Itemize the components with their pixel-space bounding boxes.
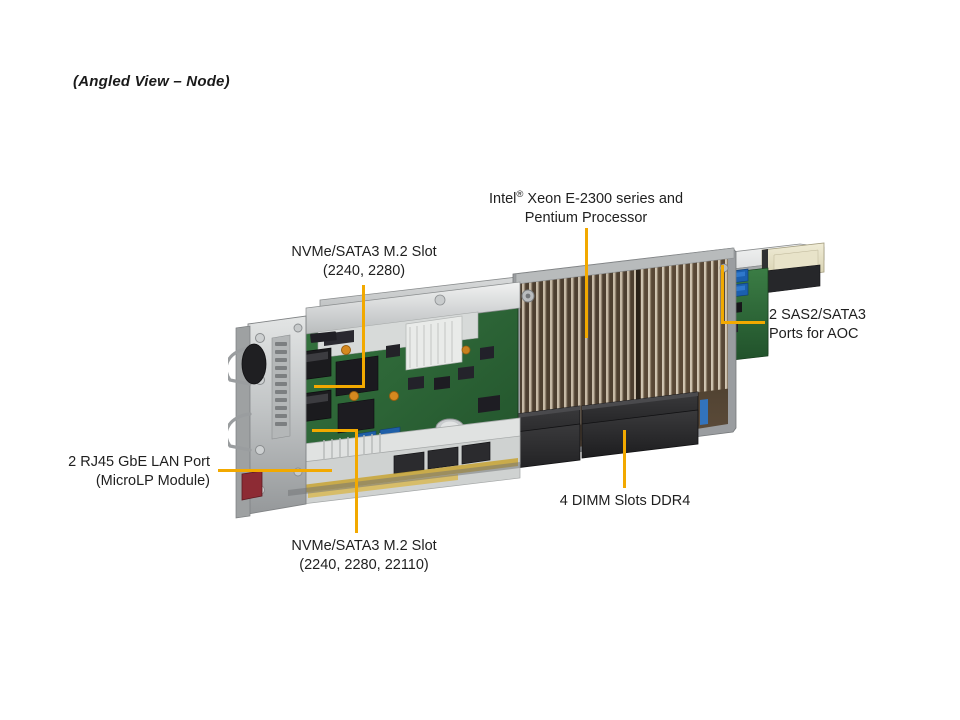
registered-trademark-icon: ® — [516, 189, 524, 201]
callout-m2-top-line2: (2240, 2280) — [322, 263, 406, 279]
callout-cpu-line1-brand: Intel — [488, 191, 517, 207]
callout-dimm-line1: 4 DIMM Slots DDR4 — [559, 493, 691, 509]
callout-cpu: Intel® Xeon E-2300 series and Pentium Pr… — [466, 190, 706, 228]
leader-line-m2-top-vertical — [362, 285, 365, 388]
callout-sas-line1: 2 SAS2/SATA3 — [769, 307, 866, 323]
leader-line-cpu — [585, 228, 588, 338]
callout-m2-slot-bottom: NVMe/SATA3 M.2 Slot (2240, 2280, 22110) — [258, 537, 470, 575]
callout-sas2-sata3-ports: 2 SAS2/SATA3 Ports for AOC — [769, 306, 939, 344]
callout-m2-top-line1: NVMe/SATA3 M.2 Slot — [291, 244, 437, 260]
leader-line-sas-vertical — [721, 265, 724, 324]
callout-m2-slot-top: NVMe/SATA3 M.2 Slot (2240, 2280) — [258, 243, 470, 281]
callout-m2-bottom-line1: NVMe/SATA3 M.2 Slot — [291, 538, 437, 554]
leader-line-sas-horizontal — [721, 321, 765, 324]
leader-line-m2-bottom-vertical — [355, 430, 358, 533]
backplane-connector — [755, 242, 825, 295]
view-caption: (Angled View – Node) — [73, 73, 230, 90]
callout-lan-line2: (MicroLP Module) — [95, 473, 210, 489]
server-node-photo — [228, 228, 828, 520]
callout-lan-line1: 2 RJ45 GbE LAN Port — [68, 454, 210, 470]
callout-dimm-slots: 4 DIMM Slots DDR4 — [525, 492, 725, 511]
vrm-heatsink — [405, 315, 463, 371]
m2-slot-upper[interactable] — [300, 347, 332, 381]
red-tab[interactable] — [241, 470, 263, 501]
callout-cpu-line2: Pentium Processor — [524, 210, 648, 226]
wire-handle[interactable] — [228, 346, 252, 452]
leader-line-lan — [218, 469, 332, 472]
callout-cpu-line1-rest: Xeon E-2300 series and — [523, 191, 684, 207]
callout-rj45-lan-port: 2 RJ45 GbE LAN Port (MicroLP Module) — [20, 453, 210, 491]
front-round-component — [241, 343, 267, 385]
callout-sas-line2: Ports for AOC — [769, 326, 859, 342]
leader-line-dimm — [623, 430, 626, 488]
callout-m2-bottom-line2: (2240, 2280, 22110) — [299, 557, 429, 573]
leader-line-m2-bottom-horizontal — [312, 429, 358, 432]
leader-line-m2-top-horizontal — [314, 385, 365, 388]
m2-slot-lower[interactable] — [300, 389, 332, 423]
